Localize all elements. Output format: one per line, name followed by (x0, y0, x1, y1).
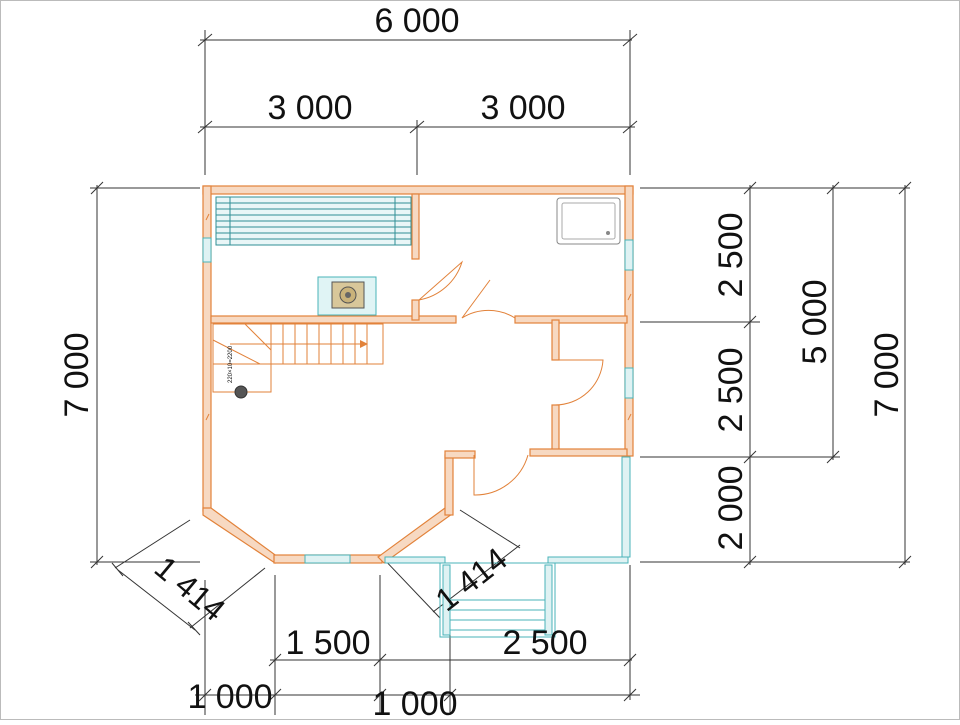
wall-wc-bottom (529, 448, 628, 457)
window-porch-rail-left (384, 556, 446, 564)
sauna-stove (317, 276, 377, 316)
wall-porch-top (444, 450, 476, 459)
wall-bay-right (377, 507, 453, 564)
window-left-upper (202, 237, 212, 263)
wall-wc-left-upper (551, 319, 560, 361)
wall-wc-top (514, 315, 628, 324)
dimension-labels: 6 000 3 000 3 000 7 000 2 500 2 500 2 00… (58, 2, 906, 723)
door-wc (554, 359, 604, 406)
window-porch-right (621, 456, 631, 558)
dim-diag-right: 1 414 (429, 540, 514, 618)
wall-left (202, 185, 212, 512)
wall-wc-left-lower (551, 404, 560, 456)
dim-right-2: 2 500 (712, 347, 750, 432)
dim-top-right: 3 000 (480, 89, 565, 127)
wall-sauna-right (411, 193, 420, 260)
dim-top-overall: 6 000 (374, 2, 459, 40)
dim-diag-left: 1 414 (148, 549, 232, 628)
window-bay-bottom (304, 554, 351, 564)
door-sauna (418, 260, 464, 301)
window-right-upper (624, 239, 634, 271)
staircase: 220×10=2200 (212, 323, 384, 399)
dim-right-1: 2 500 (712, 212, 750, 297)
door-entrance (473, 454, 529, 496)
dim-bottom-left-2: 1 000 (372, 685, 457, 720)
shower-tray (556, 197, 621, 245)
sauna-bench (215, 196, 412, 246)
dim-right-3: 2 000 (712, 465, 750, 550)
dimension-lines (90, 30, 912, 715)
building-walls (202, 185, 634, 564)
wall-bay-left (202, 507, 279, 564)
wall-top (202, 185, 634, 195)
door-wash (461, 309, 516, 319)
window-right-middle (624, 367, 634, 399)
doors (418, 260, 604, 496)
dim-left-overall: 7 000 (58, 332, 96, 417)
porch-steps (439, 562, 556, 638)
stair-note: 220×10=2200 (228, 345, 234, 383)
dim-bottom-mid: 1 500 (285, 624, 370, 662)
window-porch-rail-right (547, 556, 629, 564)
wall-sauna-right-lower (411, 299, 420, 321)
wall-porch-left (444, 454, 454, 516)
dim-top-left: 3 000 (267, 89, 352, 127)
dim-right-overall: 7 000 (868, 332, 906, 417)
wall-sauna-bottom (210, 315, 457, 324)
dim-right-mid: 5 000 (796, 279, 834, 364)
windows (202, 237, 634, 564)
dim-bottom-right: 2 500 (502, 624, 587, 662)
dim-bottom-left-1: 1 000 (187, 678, 272, 716)
